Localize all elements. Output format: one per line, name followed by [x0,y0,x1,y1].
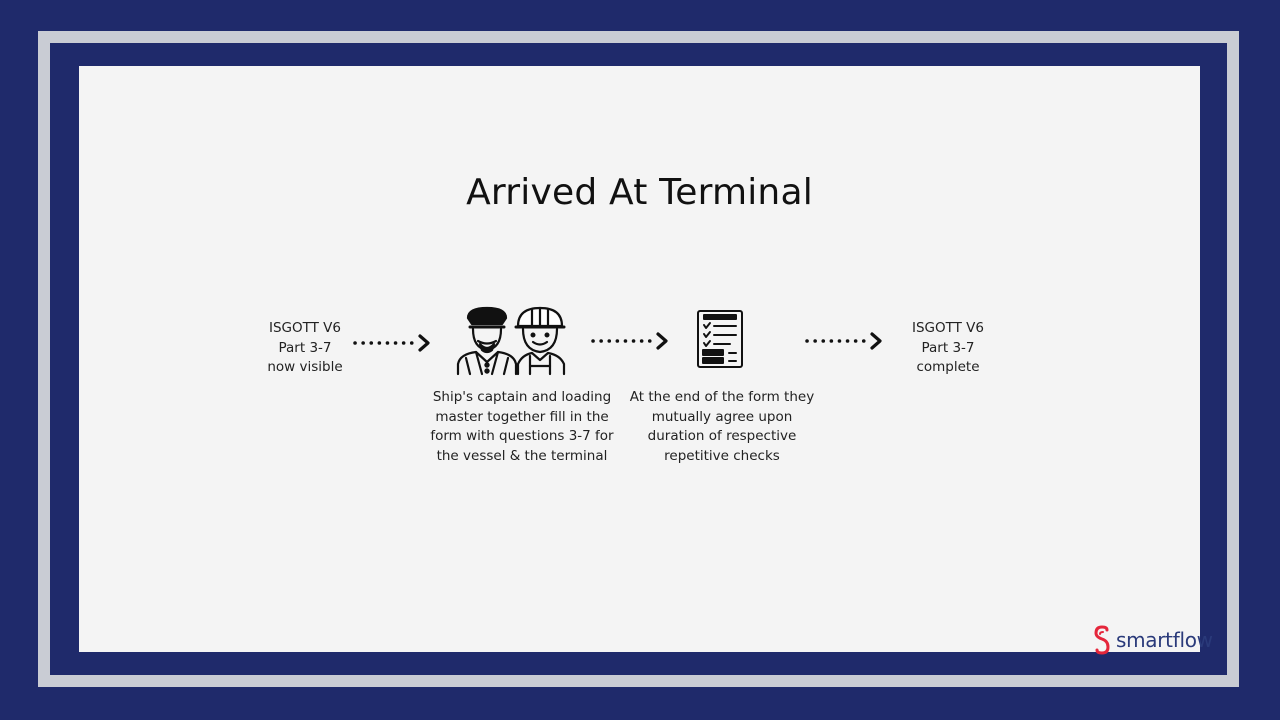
people-caption-line-2: master together fill in the [435,408,609,425]
end-label: ISGOTT V6 Part 3-7 complete [893,319,1003,378]
captain-and-worker-icon [456,306,566,376]
flow-arrow-2 [591,332,668,350]
checklist-form-icon [697,310,743,368]
brand-name: smartflow [1116,628,1213,652]
flow-arrow-1 [353,334,430,352]
form-caption-line-3: duration of respective [647,428,797,444]
flow-arrow-3 [805,332,882,350]
people-caption-line-4: the vessel & the terminal [436,447,608,464]
end-line-3: complete [916,359,980,375]
start-line-3: now visible [267,359,343,375]
form-caption-line-1: At the end of the form they [629,389,815,405]
smartflow-s-logo-icon [1094,625,1110,655]
start-line-2: Part 3-7 [278,339,332,356]
form-caption-line-4: repetitive checks [664,447,780,464]
slide-canvas: Arrived At Terminal [79,66,1200,652]
people-step-caption: Ship's captain and loading master togeth… [420,388,624,466]
end-line-2: Part 3-7 [921,339,975,356]
end-line-1: ISGOTT V6 [911,320,984,336]
form-caption-line-2: mutually agree upon [651,408,793,425]
slide-title: Arrived At Terminal [466,172,813,213]
form-step-caption: At the end of the form they mutually agr… [620,388,824,466]
people-caption-line-1: Ship's captain and loading [432,389,612,405]
smartflow-logo: smartflow [1092,624,1213,656]
people-caption-line-3: form with questions 3-7 for [430,428,614,444]
start-line-1: ISGOTT V6 [268,320,341,336]
start-label: ISGOTT V6 Part 3-7 now visible [250,319,360,378]
